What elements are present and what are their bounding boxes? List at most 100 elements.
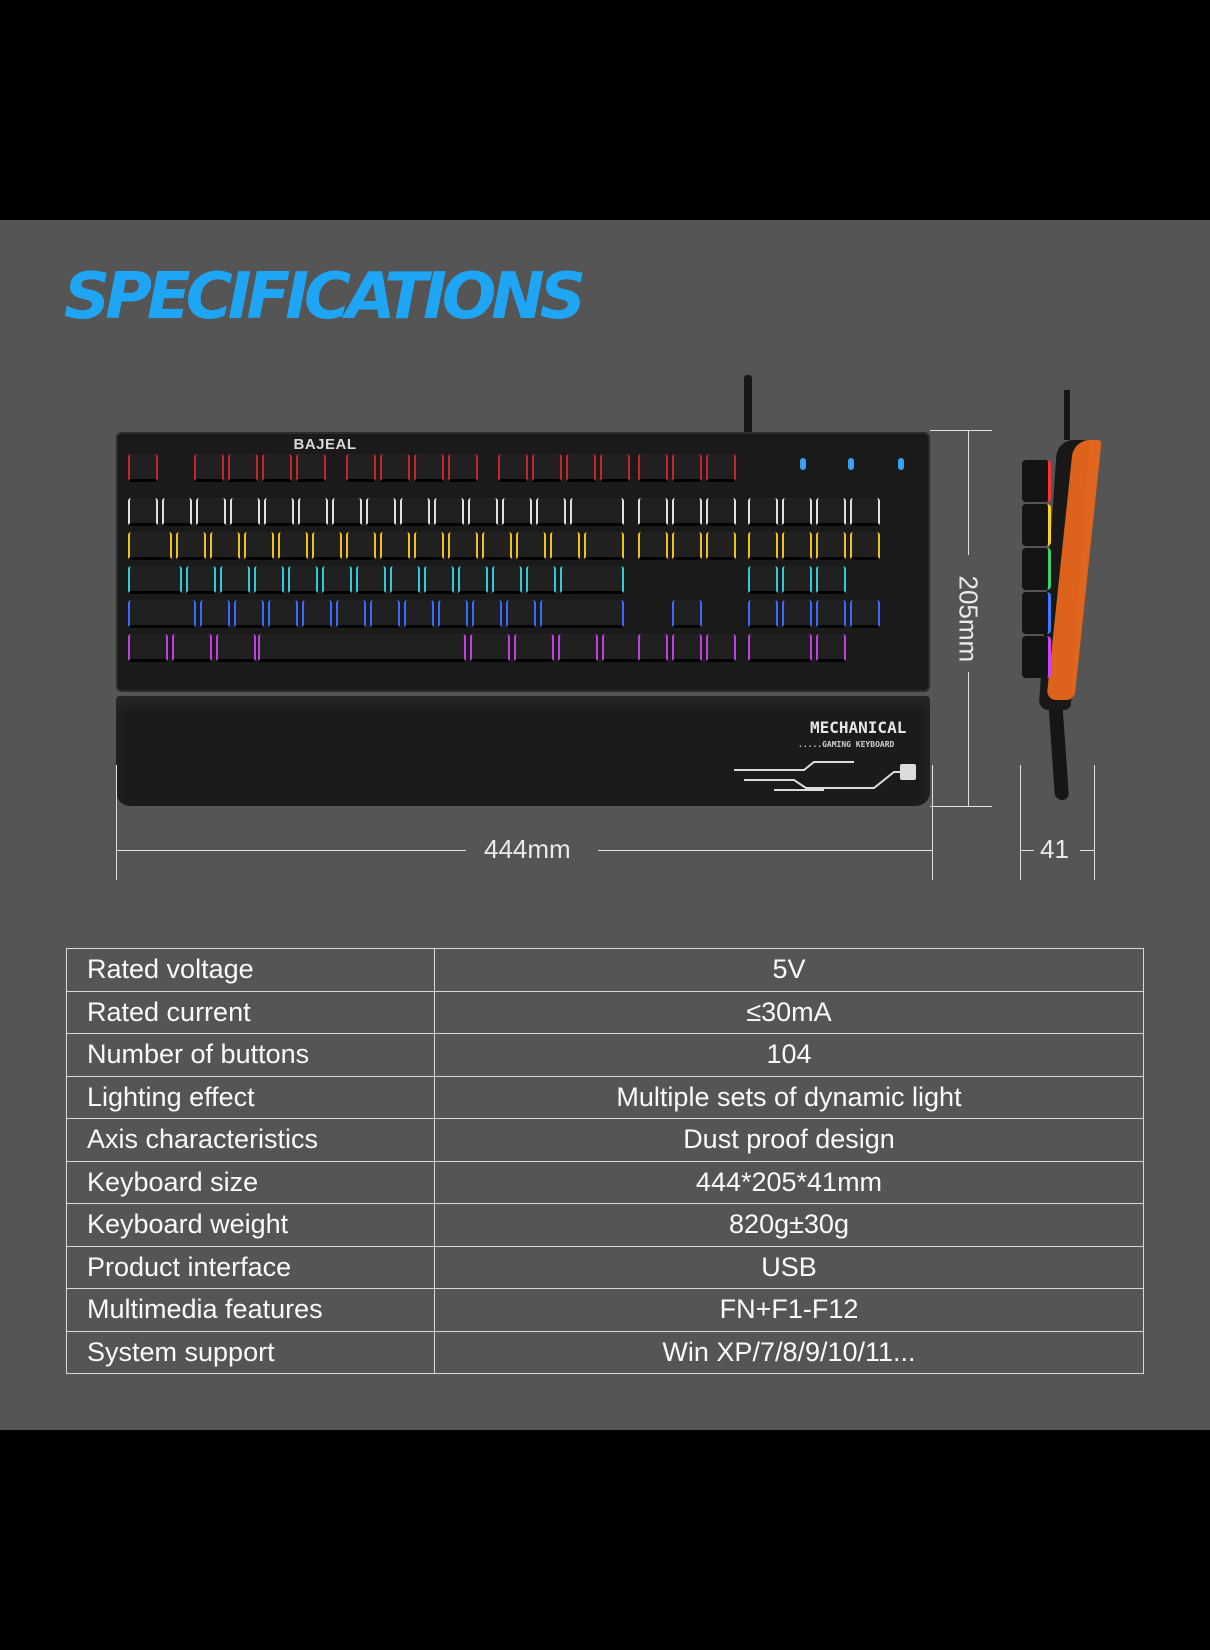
brand-label: BAJEAL [293, 436, 357, 453]
keycap [550, 532, 580, 560]
keycap [404, 600, 434, 628]
keycap [302, 600, 332, 628]
width-dimension: 444mm [484, 834, 571, 864]
caps-lock-indicator [848, 458, 854, 470]
keycap [438, 600, 468, 628]
keyboard-cable [744, 375, 752, 435]
keycap [532, 454, 562, 482]
depth-tick-bottom [930, 806, 992, 807]
height-tick-right [1094, 765, 1095, 880]
height-line-right [1080, 850, 1094, 851]
keycap [298, 498, 328, 526]
page-title: SPECIFICATIONS [64, 260, 586, 334]
keycap [560, 566, 624, 594]
keycap [400, 498, 430, 526]
keycap [672, 600, 702, 628]
height-line-left [1020, 850, 1034, 851]
keycap [570, 498, 624, 526]
side-view-keys [1022, 460, 1051, 678]
width-line-right [598, 850, 932, 851]
keycap [194, 454, 224, 482]
spec-value: Win XP/7/8/9/10/11... [434, 1330, 1144, 1374]
keycap [128, 532, 172, 560]
spec-label: System support [66, 1330, 435, 1374]
width-tick-left [116, 765, 117, 880]
mechanical-logo: MECHANICAL [810, 718, 907, 737]
keycap [706, 634, 736, 662]
keycap [850, 532, 880, 560]
keycap [200, 600, 230, 628]
keycap [782, 600, 812, 628]
spec-panel: SPECIFICATIONS BAJEAL MECHANICAL .....GA… [0, 220, 1210, 1430]
keycap [706, 454, 736, 482]
spec-label: Keyboard weight [66, 1203, 435, 1247]
keycap [850, 600, 880, 628]
depth-dimension: 205mm [953, 575, 984, 663]
keycap [356, 566, 386, 594]
keycap [514, 634, 554, 662]
side-key [1022, 592, 1051, 634]
width-tick-right [932, 765, 933, 880]
keycap [380, 454, 410, 482]
scroll-lock-indicator [898, 458, 904, 470]
keycap [196, 498, 226, 526]
keycap [584, 532, 624, 560]
keycap [220, 566, 250, 594]
keycap [816, 498, 846, 526]
keycap [782, 532, 812, 560]
spec-label: Number of buttons [66, 1033, 435, 1077]
spec-value: 820g±30g [434, 1203, 1144, 1247]
spec-value: FN+F1-F12 [434, 1288, 1144, 1332]
keycap [850, 498, 880, 526]
circuit-decoration [734, 761, 916, 791]
spec-value: USB [434, 1245, 1144, 1289]
keycap [638, 634, 668, 662]
keycap [502, 498, 532, 526]
keycap [706, 532, 736, 560]
keycap [706, 498, 736, 526]
keycap [506, 600, 536, 628]
keycap [370, 600, 400, 628]
keycap [558, 634, 598, 662]
keycap [498, 454, 528, 482]
side-key [1022, 504, 1051, 546]
keycap [264, 498, 294, 526]
keycap [672, 532, 702, 560]
keycap [162, 498, 192, 526]
keycap [602, 634, 642, 662]
side-key [1022, 460, 1051, 502]
num-lock-indicator [800, 458, 806, 470]
keycap [816, 600, 846, 628]
keycap [380, 532, 410, 560]
keycap [216, 634, 256, 662]
depth-line-top [968, 430, 969, 555]
spec-value: Dust proof design [434, 1118, 1144, 1162]
keycap [672, 498, 702, 526]
keycap [782, 498, 812, 526]
keyboard-top-view [116, 432, 930, 692]
keycap [468, 498, 498, 526]
depth-tick-top [930, 430, 992, 431]
spec-value: 444*205*41mm [434, 1160, 1144, 1204]
spec-row: Rated current≤30mA [66, 990, 1144, 1034]
keycap [128, 634, 168, 662]
keycap [254, 566, 284, 594]
keycap [782, 566, 812, 594]
keycap [424, 566, 454, 594]
side-cable [1064, 390, 1070, 440]
keycap [492, 566, 522, 594]
keycap [258, 634, 466, 662]
height-tick-left [1020, 765, 1021, 880]
keycap [748, 532, 778, 560]
keycap [434, 498, 464, 526]
gaming-keyboard-logo: .....GAMING KEYBOARD [798, 740, 895, 749]
spec-label: Rated voltage [66, 948, 435, 992]
